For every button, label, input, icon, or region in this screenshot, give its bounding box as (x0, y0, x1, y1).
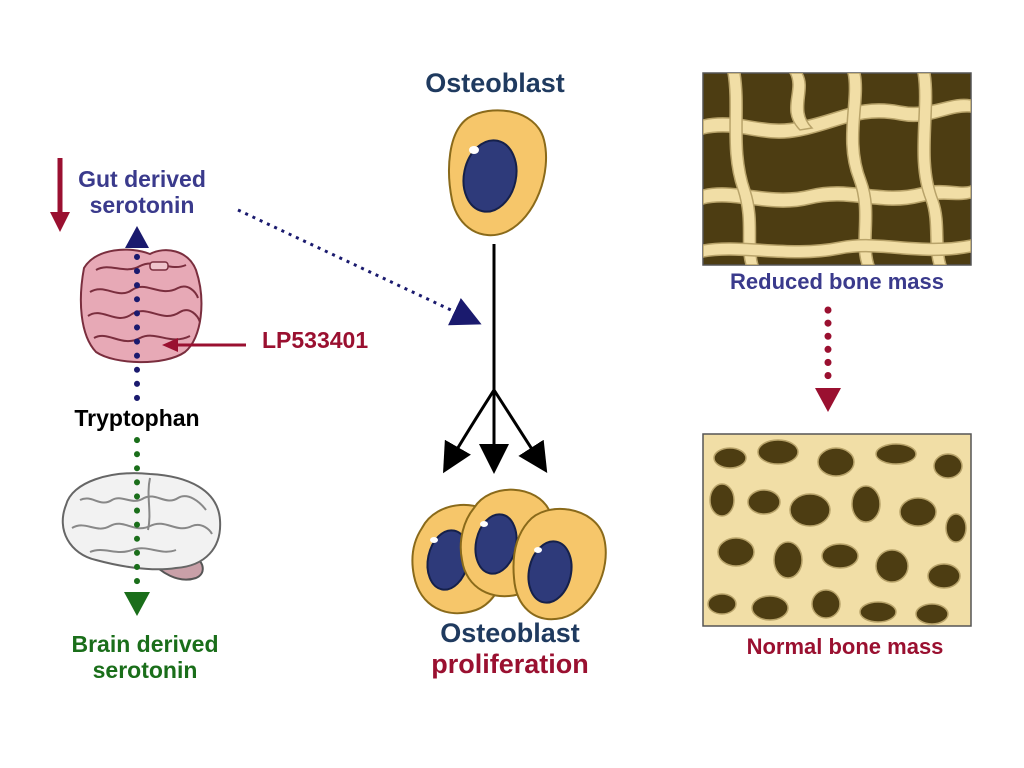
trabecular-bone-normal-icon (702, 433, 972, 627)
gut-pathway-arrowhead (125, 226, 149, 248)
osteoblast-title: Osteoblast (425, 68, 565, 98)
proliferated-osteoblasts (411, 488, 607, 621)
trabecular-bone-reduced-icon (702, 72, 972, 266)
brain-icon (61, 472, 222, 581)
osteoblast-cell-icon (512, 508, 607, 621)
proliferation-line1: Osteoblast (440, 618, 580, 648)
normal-bone-label: Normal bone mass (746, 634, 944, 659)
gut-serotonin-label: Gut derived serotonin (62, 166, 222, 219)
serotonin-to-osteoblast-arrow (237, 208, 482, 326)
brain-serotonin-line1: Brain derived (71, 631, 219, 657)
inhibitor-arrow (162, 338, 246, 352)
tryptophan-label: Tryptophan (74, 405, 200, 431)
proliferation-label: Osteoblast proliferation (410, 618, 610, 680)
decrease-to-normal-arrow (815, 306, 841, 412)
proliferation-arrows (443, 244, 548, 474)
gut-serotonin-line1: Gut derived (78, 166, 206, 192)
intestine-icon (79, 248, 203, 364)
decrease-arrow (50, 158, 70, 232)
brain-pathway-arrowhead (124, 592, 150, 616)
osteoblast-cell-icon (448, 109, 548, 237)
gut-serotonin-line2: serotonin (89, 192, 195, 219)
brain-serotonin-label: Brain derived serotonin (55, 631, 235, 684)
reduced-bone-label: Reduced bone mass (730, 269, 944, 294)
drug-label: LP533401 (262, 327, 369, 353)
brain-serotonin-line2: serotonin (92, 657, 198, 684)
proliferation-line2: proliferation (431, 649, 589, 680)
